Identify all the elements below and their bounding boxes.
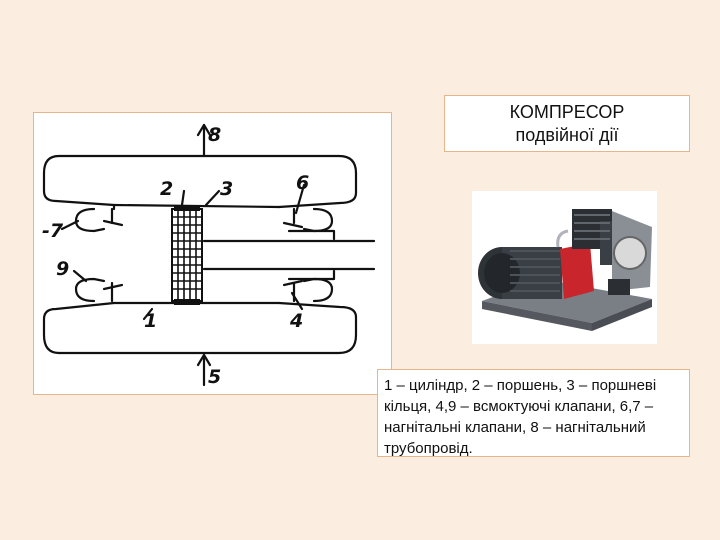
legend-box: 1 – циліндр, 2 – поршень, 3 – поршневі к… (377, 369, 690, 457)
label-2: 2 (160, 178, 173, 200)
title-box: КОМПРЕСОР подвійної дії (444, 95, 690, 152)
label-9: 9 (56, 258, 69, 280)
label-1: 1 (144, 310, 157, 332)
label-3: 3 (220, 178, 233, 200)
label-7: -7 (42, 220, 64, 242)
legend-text: 1 – циліндр, 2 – поршень, 3 – поршневі к… (384, 377, 657, 457)
label-4: 4 (289, 310, 303, 332)
compressor-schematic: 8 2 3 6 -7 9 1 4 5 (42, 123, 376, 388)
label-8: 8 (208, 124, 221, 146)
compressor-diagram: 8 2 3 6 -7 9 1 4 5 (33, 112, 392, 395)
label-5: 5 (208, 366, 221, 388)
title-line-2: подвійної дії (515, 125, 619, 145)
title-line-1: КОМПРЕСОР (509, 102, 625, 122)
compressor-photo (472, 191, 657, 344)
label-6: 6 (296, 172, 309, 194)
compressor-photo-icon (478, 209, 652, 331)
